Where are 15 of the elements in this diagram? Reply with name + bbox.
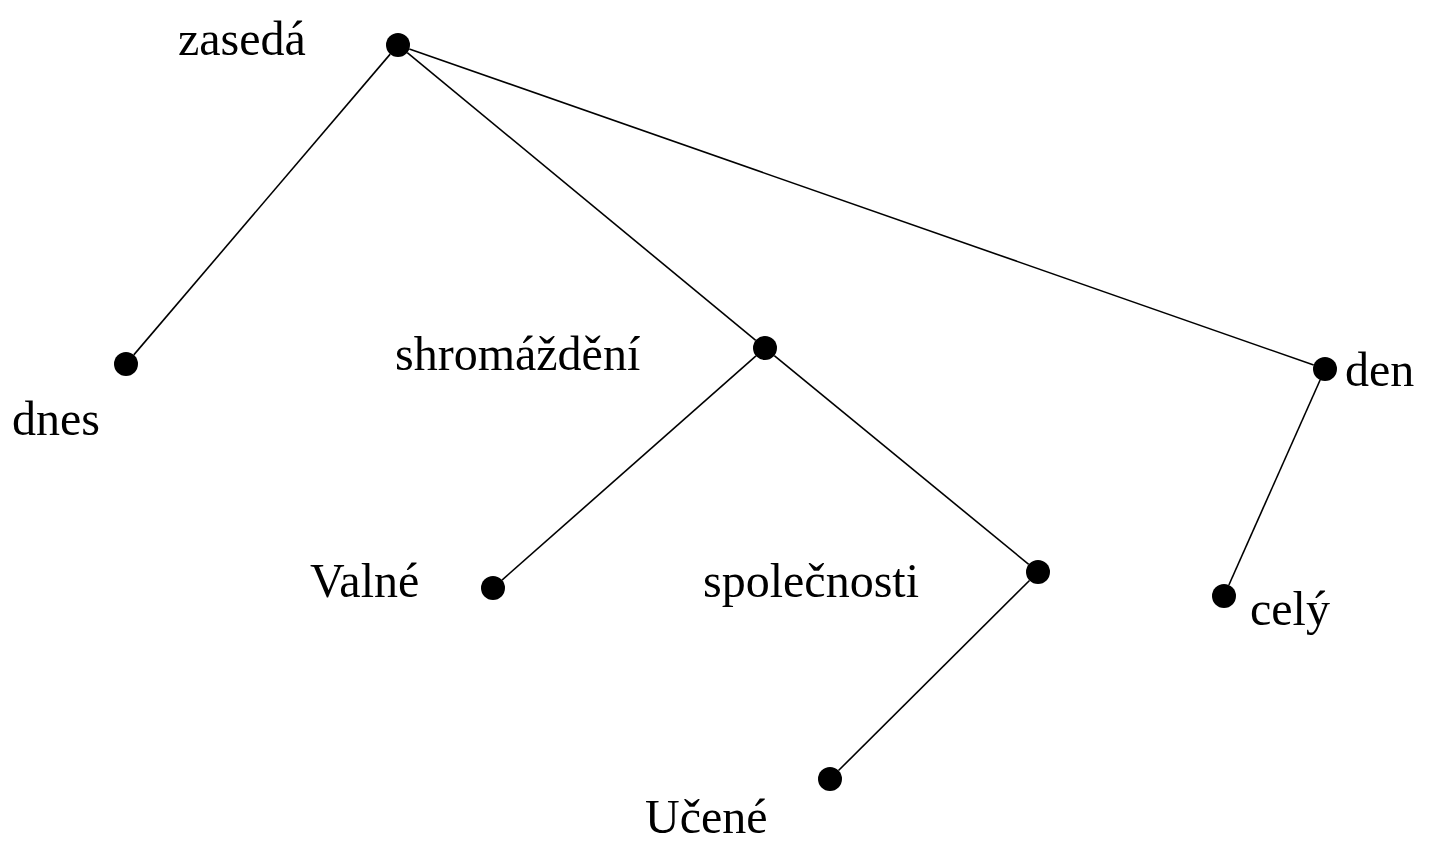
word-label: dnes [12,395,100,443]
word-label: shromáždění [395,330,641,378]
connector-line [406,51,757,342]
connector-line [501,355,757,581]
connector-line [133,53,391,356]
word-label: den [1345,346,1415,394]
word-label: společnosti [703,557,919,605]
word-label: Učené [645,793,768,841]
word-label: zasedá [178,15,306,63]
connector-line [773,354,1030,566]
word-label: Valné [310,557,420,605]
connector-line [408,48,1315,366]
connector-line [1228,379,1321,586]
word-label: celý [1250,585,1330,633]
connector-line [837,579,1031,772]
